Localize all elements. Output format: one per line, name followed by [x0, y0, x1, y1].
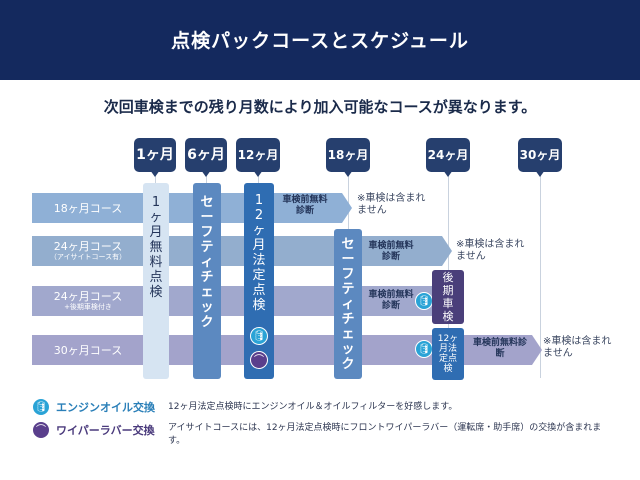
legend-wiper: ⌒ ワイパーラバー交換 — [32, 421, 155, 439]
page-title: 点検パックコースとスケジュール — [171, 30, 469, 52]
pre-inspection-diagnosis: 車検前無料診断 — [368, 241, 414, 262]
one-month-free-inspection: 1ヶ月無料点検 — [143, 183, 169, 379]
wiper-icon: ⌒ — [250, 351, 268, 369]
legend-oil-desc: 12ヶ月法定点検時にエンジンオイル＆オイルフィルターを好感します。 — [168, 402, 458, 412]
timeline-pin-1: 1ヶ月 — [134, 138, 176, 178]
safety-check-1: セーフティチェック — [193, 183, 221, 379]
course-row-label: 24ヶ月コース +後期車検付き — [53, 290, 123, 311]
course-row-24-late — [32, 286, 436, 316]
wiper-icon: ⌒ — [32, 421, 50, 439]
course-row-18 — [32, 193, 342, 223]
legend-oil: 🛢 エンジンオイル交換 — [32, 398, 155, 416]
pre-inspection-diagnosis: 車検前無料診断 — [472, 338, 527, 359]
legend-oil-name: エンジンオイル交換 — [56, 401, 155, 414]
timeline-line-30 — [540, 168, 541, 378]
course-row-label: 24ヶ月コース （アイサイトコース有） — [49, 240, 127, 261]
legend-wiper-name: ワイパーラバー交換 — [56, 424, 155, 437]
twelve-month-legal-inspection-2: 12ヶ月法定点検 — [432, 328, 464, 380]
oil-can-icon: 🛢 — [415, 292, 433, 310]
course-row-30-arrow — [532, 335, 542, 365]
page-header: 点検パックコースとスケジュール — [0, 0, 640, 80]
oil-can-icon: 🛢 — [250, 327, 268, 345]
pre-inspection-diagnosis: 車検前無料診断 — [282, 195, 328, 216]
not-included-note: ※車検は含まれません — [357, 193, 426, 216]
course-row-label: 18ヶ月コース — [53, 201, 123, 215]
timeline-pin-6: 6ヶ月 — [185, 138, 227, 178]
subtitle: 次回車検までの残り月数により加入可能なコースが異なります。 — [103, 98, 537, 116]
course-row-18-arrow — [342, 193, 352, 223]
legend-wiper-desc: アイサイトコースには、12ヶ月法定点検時にフロントワイパーラバー（運転席・助手席… — [168, 423, 602, 446]
late-vehicle-inspection: 後期車検 — [432, 270, 464, 324]
course-row-label: 30ヶ月コース — [53, 343, 123, 357]
safety-check-2: セーフティチェック — [334, 229, 362, 379]
oil-can-icon: 🛢 — [32, 398, 50, 416]
pre-inspection-diagnosis: 車検前無料診断 — [368, 290, 414, 311]
timeline-pin-24: 24ヶ月 — [426, 138, 470, 178]
not-included-note: ※車検は含まれません — [543, 336, 612, 359]
timeline-pin-18: 18ヶ月 — [326, 138, 370, 178]
course-row-24-eyesight-arrow — [442, 236, 452, 266]
course-row-24-eyesight — [32, 236, 442, 266]
oil-can-icon: 🛢 — [415, 340, 433, 358]
twelve-month-legal-inspection: 12ヶ月法定点検 — [244, 183, 274, 379]
timeline-pin-30: 30ヶ月 — [518, 138, 562, 178]
not-included-note: ※車検は含まれません — [456, 239, 525, 262]
timeline-pin-12: 12ヶ月 — [236, 138, 280, 178]
